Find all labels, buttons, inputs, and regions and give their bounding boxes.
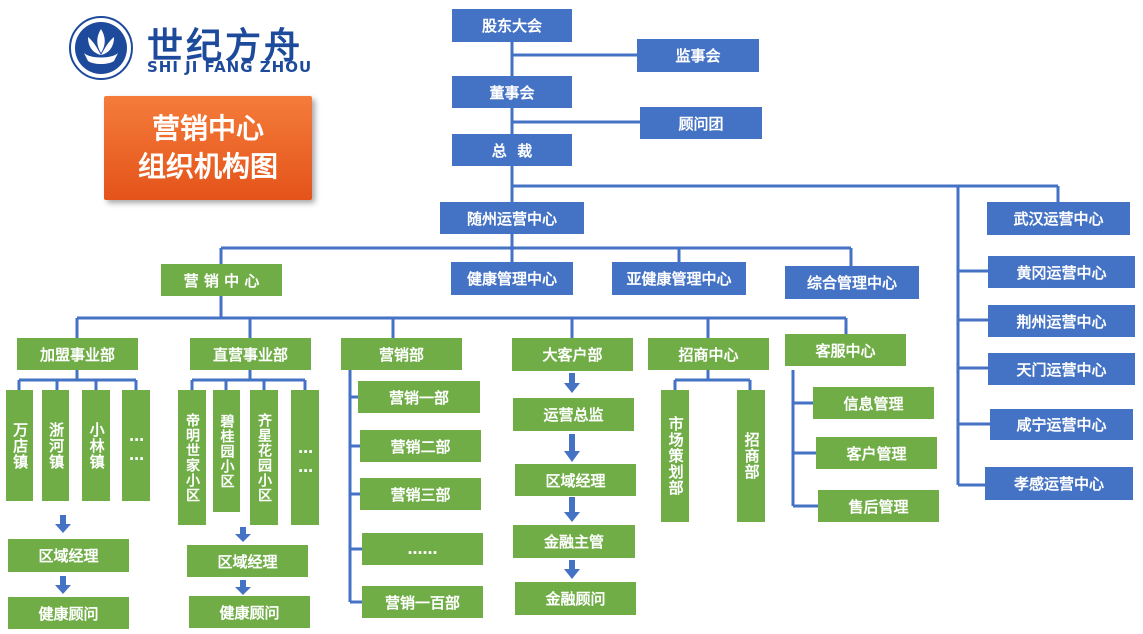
node-key-area-manager: 区域经理 — [515, 464, 636, 496]
chart-title-line1: 营销中心 — [151, 112, 264, 146]
node-town: 小林镇 — [82, 390, 110, 501]
node-suizhou: 随州运营中心 — [440, 202, 584, 234]
node-regional-huanggang: 黄冈运营中心 — [988, 256, 1135, 288]
node-president: 总 裁 — [452, 134, 572, 166]
node-marketing-center: 营 销 中 心 — [161, 264, 282, 296]
chart-title: 营销中心 组织机构图 — [104, 96, 312, 200]
node-town: 万店镇 — [6, 390, 33, 501]
node-franchise-dept: 加盟事业部 — [17, 338, 138, 370]
node-community: 齐星花园小区 — [250, 390, 278, 525]
node-ops-director: 运营总监 — [513, 398, 634, 431]
node-regional-xiaogan: 孝感运营中心 — [985, 467, 1133, 500]
node-supervisors: 监事会 — [637, 39, 759, 72]
node-town: 浙河镇 — [42, 390, 69, 501]
node-key-accounts-dept: 大客户部 — [512, 338, 633, 371]
node-investment-dept: 招商部 — [737, 390, 765, 522]
node-regional-tianmen: 天门运营中心 — [988, 353, 1135, 385]
node-investment-center: 招商中心 — [648, 338, 769, 370]
node-finance-supervisor: 金融主管 — [513, 525, 635, 558]
logo-name-en: SHI JI FANG ZHOU — [147, 58, 313, 76]
node-direct-area-manager: 区域经理 — [187, 545, 308, 577]
node-community: 碧桂园小区 — [213, 390, 240, 512]
node-franchise-area-manager: 区域经理 — [8, 539, 129, 572]
node-health-center: 健康管理中心 — [451, 262, 573, 295]
node-board: 董事会 — [452, 76, 572, 108]
node-info-management: 信息管理 — [813, 387, 934, 419]
node-customer-management: 客户管理 — [816, 437, 937, 469]
node-advisors: 顾问团 — [640, 107, 762, 139]
node-service-center: 客服中心 — [785, 334, 906, 366]
node-sales-unit: 营销二部 — [360, 430, 481, 462]
node-regional-jingzhou: 荆州运营中心 — [988, 305, 1135, 337]
node-franchise-health-advisor: 健康顾问 — [8, 597, 129, 629]
node-sales-unit-more: …… — [362, 533, 483, 565]
node-community: 帝明世家小区 — [178, 390, 206, 525]
node-sales-unit: 营销一百部 — [362, 586, 483, 618]
logo-name-cn: 世纪方舟 — [147, 26, 304, 67]
node-sales-unit: 营销一部 — [358, 381, 480, 413]
node-after-sales: 售后管理 — [818, 490, 939, 522]
node-community-more: …… — [291, 390, 319, 525]
node-regional-wuhan: 武汉运营中心 — [987, 202, 1130, 235]
chart-title-line2: 组织机构图 — [137, 150, 278, 183]
node-regional-xianning: 咸宁运营中心 — [990, 409, 1133, 440]
node-sales-unit: 营销三部 — [360, 478, 481, 510]
node-general-center: 综合管理中心 — [785, 266, 919, 299]
node-market-planning: 市场策划部 — [661, 390, 689, 522]
node-direct-health-advisor: 健康顾问 — [189, 596, 310, 628]
node-town-more: …… — [122, 390, 150, 501]
node-finance-advisor: 金融顾问 — [515, 582, 636, 615]
node-subhealth-center: 亚健康管理中心 — [612, 262, 746, 295]
logo-icon — [69, 16, 133, 80]
node-shareholders: 股东大会 — [452, 9, 572, 42]
node-sales-dept: 营销部 — [341, 338, 462, 370]
node-direct-dept: 直营事业部 — [190, 338, 311, 370]
